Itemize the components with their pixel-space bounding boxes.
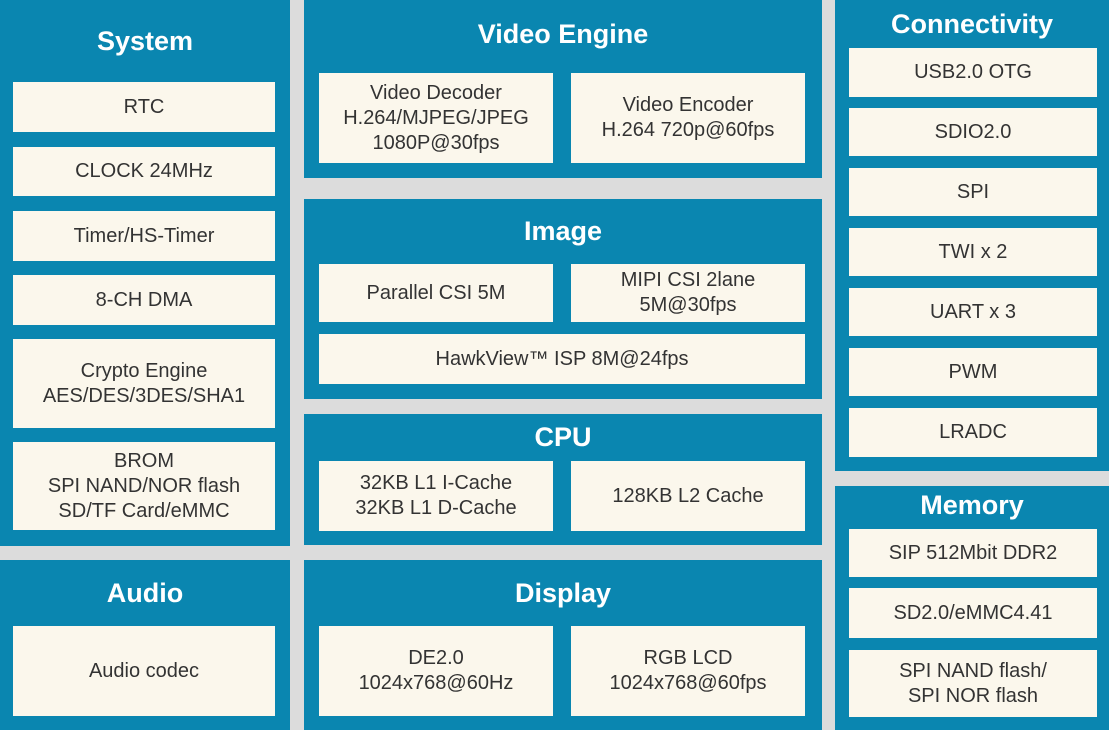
- audio-title: Audio: [106, 578, 184, 608]
- conn-spi: SPI: [849, 168, 1097, 216]
- cpu-panel: CPU 32KB L1 I-Cache 32KB L1 D-Cache 128K…: [304, 414, 822, 545]
- connectivity-title: Connectivity: [890, 9, 1054, 39]
- conn-sdio: SDIO2.0: [849, 108, 1097, 156]
- video-encoder: Video Encoder H.264 720p@60fps: [571, 73, 805, 163]
- display-de: DE2.0 1024x768@60Hz: [319, 626, 553, 716]
- audio-panel: Audio Audio codec: [0, 560, 290, 730]
- cpu-l2-cache: 128KB L2 Cache: [571, 461, 805, 531]
- image-mipi-csi: MIPI CSI 2lane 5M@30fps: [571, 264, 805, 322]
- conn-uart: UART x 3: [849, 288, 1097, 336]
- image-panel: Image Parallel CSI 5M MIPI CSI 2lane 5M@…: [304, 199, 822, 399]
- cpu-title: CPU: [534, 422, 592, 452]
- display-panel: Display DE2.0 1024x768@60Hz RGB LCD 1024…: [304, 560, 822, 730]
- memory-panel: Memory SIP 512Mbit DDR2 SD2.0/eMMC4.41 S…: [835, 486, 1109, 730]
- conn-lradc: LRADC: [849, 408, 1097, 457]
- image-title: Image: [523, 216, 603, 246]
- image-parallel-csi: Parallel CSI 5M: [319, 264, 553, 322]
- video-engine-title: Video Engine: [477, 19, 649, 49]
- video-decoder: Video Decoder H.264/MJPEG/JPEG 1080P@30f…: [319, 73, 553, 163]
- video-engine-panel: Video Engine Video Decoder H.264/MJPEG/J…: [304, 0, 822, 178]
- display-rgb-lcd: RGB LCD 1024x768@60fps: [571, 626, 805, 716]
- memory-title: Memory: [920, 490, 1024, 520]
- system-timer: Timer/HS-Timer: [13, 211, 275, 261]
- conn-twi: TWI x 2: [849, 228, 1097, 276]
- system-clock: CLOCK 24MHz: [13, 147, 275, 196]
- conn-usb-otg: USB2.0 OTG: [849, 48, 1097, 97]
- mem-ddr2: SIP 512Mbit DDR2: [849, 529, 1097, 577]
- system-crypto: Crypto Engine AES/DES/3DES/SHA1: [13, 339, 275, 428]
- conn-pwm: PWM: [849, 348, 1097, 396]
- mem-spi-flash: SPI NAND flash/ SPI NOR flash: [849, 650, 1097, 717]
- system-panel: System RTC CLOCK 24MHz Timer/HS-Timer 8-…: [0, 0, 290, 546]
- cpu-l1-cache: 32KB L1 I-Cache 32KB L1 D-Cache: [319, 461, 553, 531]
- system-brom: BROM SPI NAND/NOR flash SD/TF Card/eMMC: [13, 442, 275, 530]
- audio-codec: Audio codec: [13, 626, 275, 716]
- image-isp: HawkView™ ISP 8M@24fps: [319, 334, 805, 384]
- system-title: System: [96, 26, 194, 56]
- mem-emmc: SD2.0/eMMC4.41: [849, 588, 1097, 638]
- connectivity-panel: Connectivity USB2.0 OTG SDIO2.0 SPI TWI …: [835, 0, 1109, 471]
- system-dma: 8-CH DMA: [13, 275, 275, 325]
- display-title: Display: [514, 578, 612, 608]
- system-rtc: RTC: [13, 82, 275, 132]
